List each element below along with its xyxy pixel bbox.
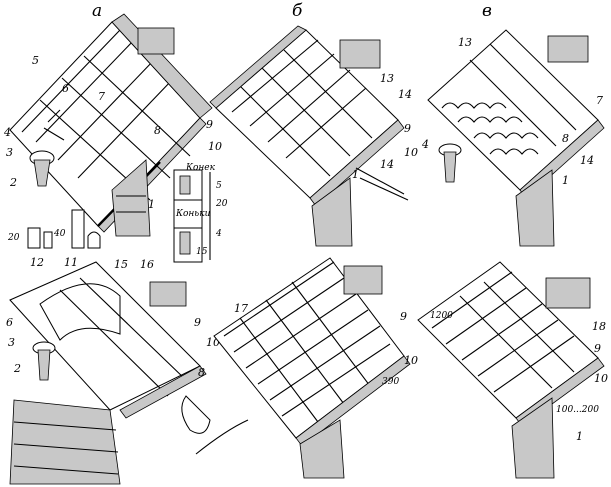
roof-sketch-v-bottom <box>417 261 605 479</box>
roof-sketch-a-top <box>9 13 213 237</box>
callout-15: 15 <box>114 258 128 271</box>
dimension-390: 390 <box>382 377 399 387</box>
detail-dim-20: 20 <box>7 233 20 243</box>
callout-9: 9 <box>400 310 407 323</box>
callout-4: 4 <box>421 138 429 151</box>
ridge-section-a: Конек Коньки 5 4 20 15 <box>173 163 228 263</box>
callout-14: 14 <box>398 88 412 101</box>
panel-letter-b: б <box>292 1 303 21</box>
roof-sketch-b-bottom <box>181 257 411 479</box>
section-ridge-label: Конек <box>185 163 216 173</box>
dimension-100-200: 100...200 <box>556 405 599 415</box>
callout-9: 9 <box>404 122 411 135</box>
callout-3: 3 <box>8 336 15 349</box>
panel-letter-a: а <box>92 1 102 21</box>
callout-1: 1 <box>576 430 583 443</box>
callout-16: 16 <box>140 258 154 271</box>
callouts-a-bottom: 15 16 6 3 2 9 10 8 <box>6 258 220 379</box>
detail-dim-40: 40 <box>53 229 66 239</box>
callout-14: 14 <box>580 154 594 167</box>
callouts-b-top: 13 14 9 10 1 14 <box>352 72 418 181</box>
callout-17: 17 <box>234 302 248 315</box>
callout-6: 6 <box>6 316 13 329</box>
callout-7: 7 <box>596 94 603 107</box>
roof-sketch-v-top <box>427 29 605 247</box>
callout-10: 10 <box>594 372 608 385</box>
callout-11: 11 <box>64 256 78 269</box>
section-dim-15: 15 <box>196 247 208 257</box>
callout-13: 13 <box>380 72 394 85</box>
callout-10: 10 <box>404 354 418 367</box>
callouts-v-bottom: 1200 18 9 10 100...200 1 <box>430 311 608 443</box>
callout-4: 4 <box>3 126 11 139</box>
callout-2: 2 <box>9 176 17 189</box>
callout-18: 18 <box>592 320 606 333</box>
callout-1: 1 <box>352 168 359 181</box>
callout-8: 8 <box>154 124 161 137</box>
callout-13: 13 <box>458 36 472 49</box>
roof-sketch-b-top <box>209 25 409 247</box>
callout-10: 10 <box>208 140 222 153</box>
panel-letter-v: в <box>482 1 492 21</box>
callouts-v-top: 13 7 8 14 4 1 <box>421 36 603 187</box>
callout-1: 1 <box>148 198 155 211</box>
callouts-b-bottom: 17 9 10 390 <box>234 302 418 387</box>
callout-6: 6 <box>62 82 69 95</box>
callout-9: 9 <box>594 342 601 355</box>
section-dim-4: 4 <box>215 229 222 239</box>
roof-sketch-a-bottom <box>9 261 207 485</box>
callout-10: 10 <box>404 146 418 159</box>
callout-9: 9 <box>194 316 201 329</box>
section-ridges-label: Коньки <box>175 209 211 219</box>
callout-5: 5 <box>32 54 39 67</box>
callout-7: 7 <box>98 90 105 103</box>
tile-detail-a: 20 40 12 11 <box>7 209 101 269</box>
callout-12: 12 <box>30 256 44 269</box>
callouts-a-top: 5 6 7 4 3 2 8 9 10 1 <box>3 54 222 211</box>
callout-9: 9 <box>206 118 213 131</box>
section-dim-20: 20 <box>215 199 228 209</box>
callout-3: 3 <box>6 146 13 159</box>
callout-8: 8 <box>198 366 205 379</box>
section-dim-5: 5 <box>216 181 222 191</box>
callout-14b: 14 <box>380 158 394 171</box>
callout-1: 1 <box>562 174 569 187</box>
callout-2: 2 <box>13 362 21 375</box>
dimension-1200: 1200 <box>430 311 453 321</box>
callout-8: 8 <box>562 132 569 145</box>
